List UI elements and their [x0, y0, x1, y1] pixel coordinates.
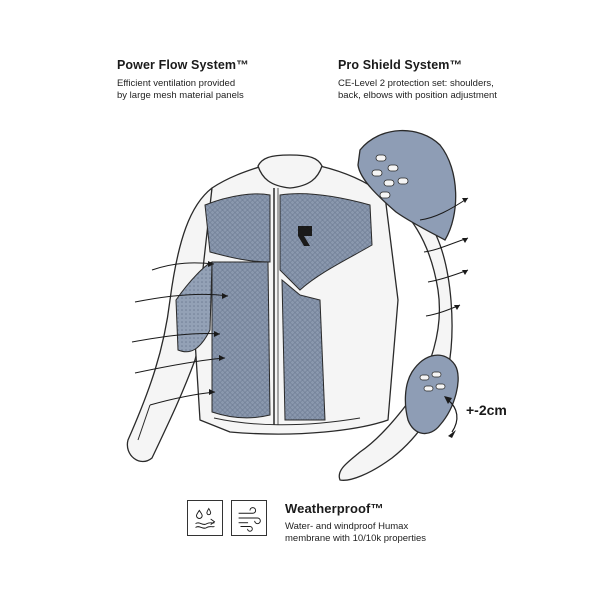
- description-line: Efficient ventilation provided: [117, 78, 236, 89]
- ventilation-callout-lines: [131, 262, 229, 406]
- left-sleeve: [126, 187, 213, 463]
- elbow-armor: [404, 354, 459, 435]
- mesh-panel-front-left: [211, 261, 271, 419]
- feature-title: Pro Shield System™: [338, 58, 463, 72]
- feature-title: Weatherproof™: [285, 501, 384, 516]
- description-line: back, elbows with position adjustment: [338, 90, 497, 101]
- mesh-panels: [175, 193, 373, 421]
- description-line: Water- and windproof Humax: [285, 521, 409, 532]
- adjustment-arrow: [447, 399, 458, 433]
- elbow-adjustment-label: +-2cm: [466, 402, 507, 418]
- description-line: membrane with 10/10k properties: [285, 533, 426, 544]
- feature-description: Water- and windproof Humax membrane with…: [285, 521, 485, 545]
- water-drops-icon: [187, 500, 223, 536]
- description-line: CE-Level 2 protection set: shoulders,: [338, 78, 494, 89]
- feature-description: CE-Level 2 protection set: shoulders, ba…: [338, 78, 538, 102]
- description-line: by large mesh material panels: [117, 90, 244, 101]
- mesh-panel-sleeve: [175, 261, 213, 353]
- feature-pro-shield: Pro Shield System™ CE-Level 2 protection…: [338, 58, 538, 102]
- feature-title: Power Flow System™: [117, 58, 249, 72]
- mesh-panel-chest: [204, 193, 271, 263]
- shoulder-armor-vents: [371, 154, 409, 199]
- brand-logo: [298, 226, 312, 246]
- feature-power-flow: Power Flow System™ Efficient ventilation…: [117, 58, 317, 102]
- collar: [257, 154, 323, 189]
- wind-icon: [231, 500, 267, 536]
- mesh-panel-chest-right: [279, 193, 373, 291]
- feature-weatherproof: Weatherproof™ Water- and windproof Humax…: [285, 501, 485, 545]
- feature-description: Efficient ventilation provided by large …: [117, 78, 317, 102]
- mesh-panel-front-right: [281, 278, 326, 421]
